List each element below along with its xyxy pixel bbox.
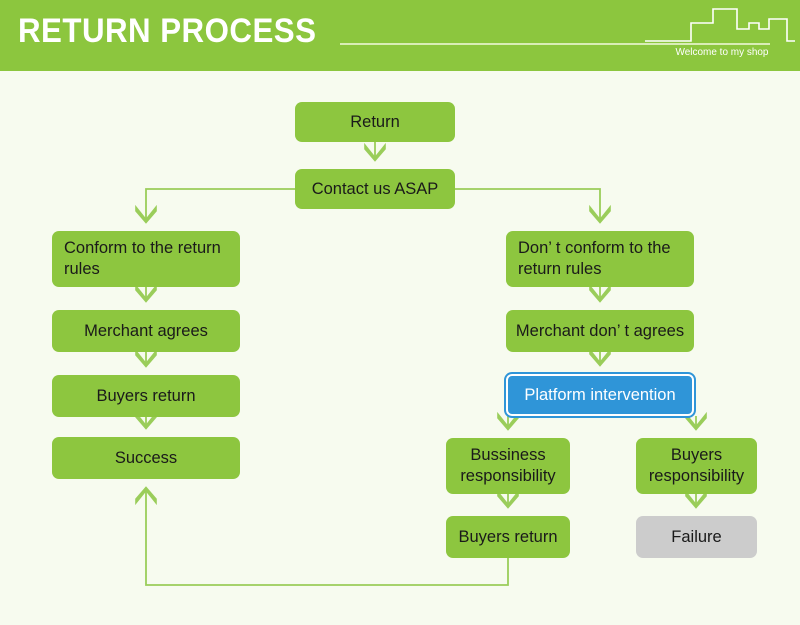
- node-buyers-return-right[interactable]: Buyers return: [446, 516, 570, 558]
- node-label: Buyers return: [458, 527, 558, 546]
- city-skyline-icon: [645, 8, 795, 42]
- header-divider-rule: [340, 43, 770, 45]
- node-label: Don’ t conform to the return rules: [518, 239, 671, 278]
- flowchart-connectors: [135, 142, 707, 586]
- node-contact-us-asap[interactable]: Contact us ASAP: [295, 169, 455, 209]
- node-buyers-return-left[interactable]: Buyers return: [52, 375, 240, 417]
- node-label: Merchant don’ t agrees: [515, 321, 685, 340]
- node-merchant-dont-agrees[interactable]: Merchant don’ t agrees: [506, 310, 694, 352]
- node-label: Platform intervention: [524, 385, 676, 404]
- node-label: Merchant agrees: [84, 321, 208, 340]
- node-merchant-agrees[interactable]: Merchant agrees: [52, 310, 240, 352]
- node-conform-to-return-rules[interactable]: Conform to the return rules: [52, 231, 240, 287]
- node-label: Buyers responsibility: [648, 446, 745, 485]
- page-title: RETURN PROCESS: [18, 12, 317, 50]
- node-label: Bussiness responsibility: [460, 446, 556, 485]
- page-header: RETURN PROCESS Welcome to my shop: [0, 0, 800, 71]
- node-return[interactable]: Return: [295, 102, 455, 142]
- node-label: Conform to the return rules: [64, 239, 221, 278]
- node-label: Return: [350, 112, 400, 131]
- node-platform-intervention[interactable]: Platform intervention: [504, 372, 696, 418]
- node-bussiness-responsibility[interactable]: Bussiness responsibility: [446, 438, 570, 494]
- header-tagline: Welcome to my shop: [675, 46, 769, 58]
- node-buyers-responsibility[interactable]: Buyers responsibility: [636, 438, 757, 494]
- node-success[interactable]: Success: [52, 437, 240, 479]
- node-label: Buyers return: [96, 386, 196, 405]
- node-dont-conform-to-return-rules[interactable]: Don’ t conform to the return rules: [506, 231, 694, 287]
- node-label: Failure: [671, 527, 722, 546]
- flowchart-canvas: Return Contact us ASAP Conform to the re…: [0, 71, 800, 625]
- node-failure[interactable]: Failure: [636, 516, 757, 558]
- node-label: Success: [114, 448, 178, 467]
- node-label: Contact us ASAP: [311, 179, 439, 198]
